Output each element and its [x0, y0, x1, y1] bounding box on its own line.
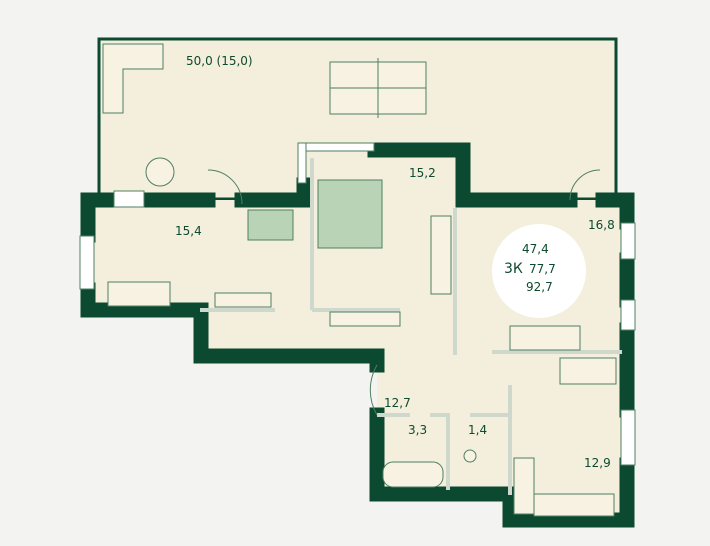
wardrobe-3: [329, 311, 401, 327]
furniture: [102, 43, 617, 517]
room-area-terrace: 50,0 (15,0): [186, 54, 253, 68]
total-with-terrace: 92,7: [526, 280, 553, 294]
inner-walls: [200, 158, 622, 495]
room-area-bedroom-left: 15,4: [175, 224, 202, 238]
toilet: [463, 449, 477, 463]
dining-table: [559, 357, 617, 385]
wardrobe: [430, 215, 452, 295]
sofa-left: [107, 281, 171, 307]
room-area-living: 16,8: [588, 218, 615, 232]
area-summary-badge: 47,4 3К 77,7 92,7: [492, 224, 586, 318]
kitchen-sink: [533, 493, 615, 517]
door-swings: [207, 169, 601, 416]
corner-sofa: [102, 43, 164, 114]
windows: [79, 142, 636, 466]
sofa-living: [509, 325, 581, 351]
room-type: 3К: [504, 261, 523, 277]
room-area-hall: 12,7: [384, 396, 411, 410]
bathtub: [382, 461, 444, 488]
total-area: 77,7: [529, 262, 556, 276]
outer-walls: [80, 142, 635, 528]
room-area-bathroom: 3,3: [408, 423, 428, 437]
double-bed: [317, 179, 383, 249]
wardrobe-2: [214, 292, 272, 308]
kitchen-counter: [513, 457, 535, 515]
living-area: 47,4: [522, 242, 549, 256]
room-area-bedroom-master: 15,2: [409, 166, 436, 180]
apartment-floor: [88, 150, 627, 520]
round-table: [145, 157, 175, 187]
room-area-toilet: 1,4: [468, 423, 488, 437]
room-area-kitchen: 12,9: [584, 456, 611, 470]
single-bed: [247, 209, 294, 241]
